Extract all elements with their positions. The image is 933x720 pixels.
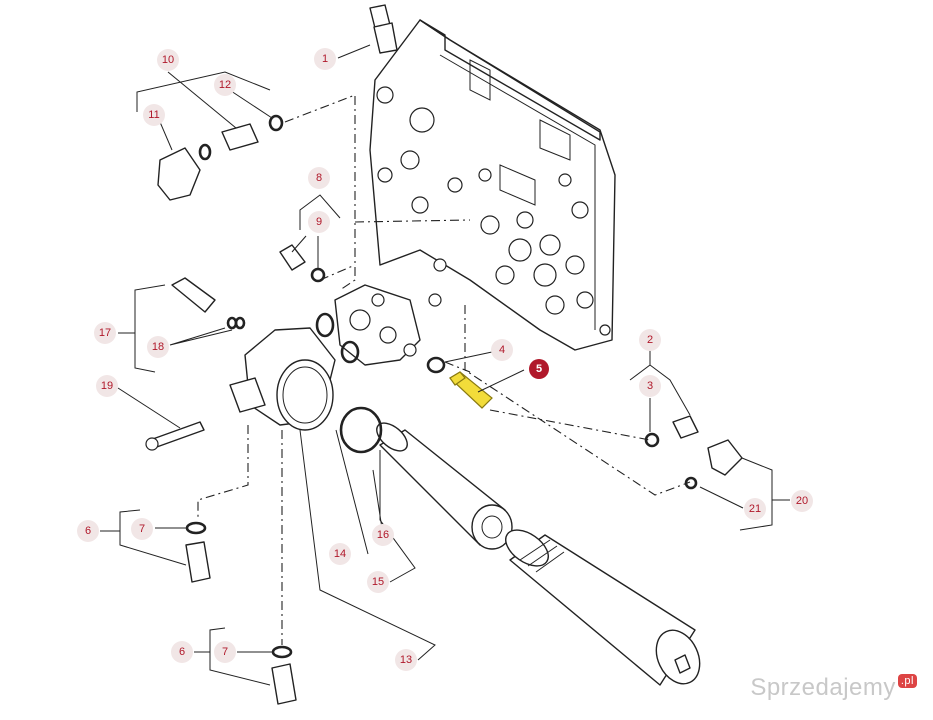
callout-16: 16 bbox=[372, 524, 394, 546]
callout-15: 15 bbox=[367, 571, 389, 593]
callout-11: 11 bbox=[143, 104, 165, 126]
svg-text:6: 6 bbox=[85, 525, 91, 537]
filter-element bbox=[376, 422, 513, 550]
callout-7b: 7 bbox=[214, 641, 236, 663]
callout-9: 9 bbox=[308, 211, 330, 233]
svg-text:16: 16 bbox=[377, 529, 389, 541]
callout-10: 10 bbox=[157, 49, 179, 71]
callout-14: 14 bbox=[329, 543, 351, 565]
callout-12: 12 bbox=[214, 74, 236, 96]
filter-head bbox=[334, 284, 421, 366]
svg-text:19: 19 bbox=[101, 380, 113, 392]
callout-18: 18 bbox=[147, 336, 169, 358]
svg-text:2: 2 bbox=[647, 334, 653, 346]
callout-6a: 6 bbox=[77, 520, 99, 542]
callout-2: 2 bbox=[639, 329, 661, 351]
callout-labels: 1 2 3 4 5 6 6 7 7 8 9 10 11 12 13 14 15 … bbox=[77, 48, 813, 671]
svg-text:20: 20 bbox=[796, 495, 808, 507]
callout-6b: 6 bbox=[171, 641, 193, 663]
callout-7a: 7 bbox=[131, 518, 153, 540]
svg-text:5: 5 bbox=[536, 363, 542, 375]
svg-text:17: 17 bbox=[99, 327, 111, 339]
filter-adapter bbox=[229, 327, 336, 431]
svg-text:15: 15 bbox=[372, 576, 384, 588]
seal-rings bbox=[185, 114, 698, 659]
svg-text:8: 8 bbox=[316, 172, 322, 184]
svg-text:9: 9 bbox=[316, 216, 322, 228]
callout-8: 8 bbox=[308, 167, 330, 189]
callout-19: 19 bbox=[96, 375, 118, 397]
svg-text:7: 7 bbox=[139, 523, 145, 535]
watermark-text: Sprzedajemy bbox=[750, 674, 896, 701]
callout-4: 4 bbox=[491, 339, 513, 361]
fittings bbox=[145, 4, 743, 705]
svg-text:6: 6 bbox=[179, 646, 185, 658]
svg-text:10: 10 bbox=[162, 54, 174, 66]
callout-17: 17 bbox=[94, 322, 116, 344]
callout-21: 21 bbox=[744, 498, 766, 520]
svg-text:12: 12 bbox=[219, 79, 231, 91]
svg-text:14: 14 bbox=[334, 548, 346, 560]
watermark-suffix: .pl bbox=[897, 674, 917, 688]
svg-text:7: 7 bbox=[222, 646, 228, 658]
leader-lines bbox=[100, 44, 790, 686]
callout-13: 13 bbox=[395, 649, 417, 671]
svg-text:21: 21 bbox=[749, 503, 761, 515]
svg-text:18: 18 bbox=[152, 341, 164, 353]
svg-text:1: 1 bbox=[322, 53, 328, 65]
assembly-lines bbox=[197, 94, 691, 645]
valve-body bbox=[369, 19, 616, 351]
callout-5: 5 bbox=[529, 359, 549, 379]
svg-text:4: 4 bbox=[499, 344, 505, 356]
filter-bowl bbox=[505, 529, 701, 686]
callout-1: 1 bbox=[314, 48, 336, 70]
svg-text:13: 13 bbox=[400, 654, 412, 666]
callout-3: 3 bbox=[639, 375, 661, 397]
svg-text:11: 11 bbox=[148, 109, 159, 121]
svg-text:3: 3 bbox=[647, 380, 653, 392]
callout-20: 20 bbox=[791, 490, 813, 512]
watermark: Sprzedajemy.pl bbox=[750, 674, 917, 702]
